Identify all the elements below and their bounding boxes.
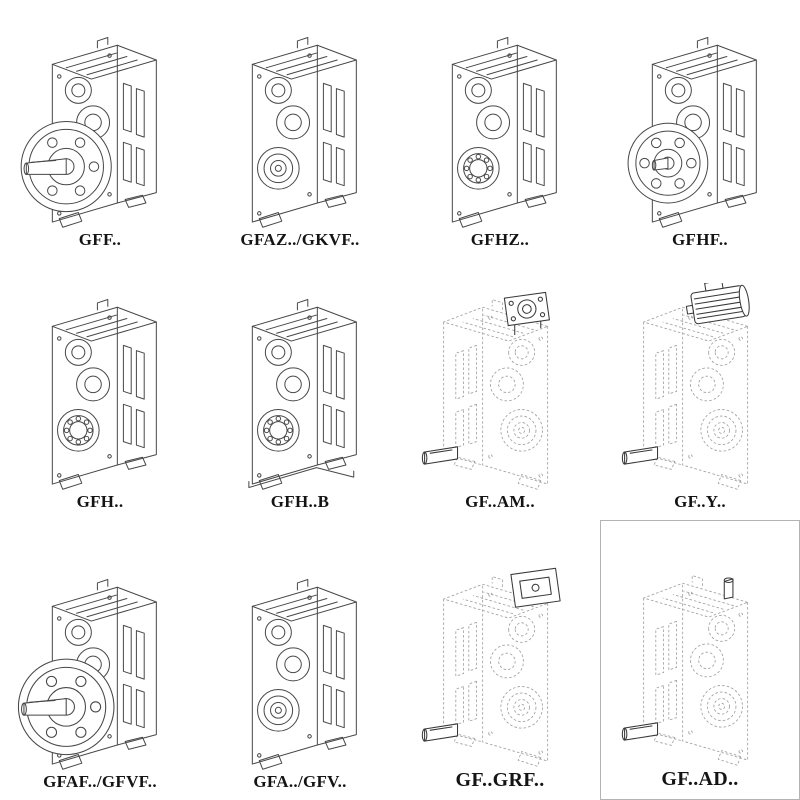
model-label: GFA../GFV..: [253, 772, 347, 791]
model-label: GF..AM..: [465, 492, 535, 511]
product-cell-gf-grf: GF..GRF..: [400, 520, 600, 800]
model-label: GFAF../GFVF..: [43, 772, 157, 791]
product-cell-gfa-gfv: GFA../GFV..: [200, 520, 400, 800]
product-cell-gfaz-gkvf: GFAZ../GKVF..: [200, 0, 400, 258]
gearbox-drawing-gfa-gfv: [251, 578, 357, 770]
model-label: GFAZ../GKVF..: [240, 230, 360, 249]
gearbox-drawing-gfhf: [627, 36, 757, 228]
model-label: GF..GRF..: [455, 769, 545, 791]
product-cell-gfh-b: GFH..B: [200, 258, 400, 520]
gearbox-drawing-gfaf-gfvf: [17, 578, 157, 770]
gearbox-drawing-gf-y: [621, 283, 752, 490]
model-label: GFHZ..: [470, 230, 530, 249]
model-label: GF..Y..: [674, 492, 726, 511]
product-cell-gfhf: GFHF..: [600, 0, 800, 258]
product-cell-gfh: GFH..: [0, 258, 200, 520]
gearbox-drawing-gf-am: [421, 291, 550, 490]
product-cell-gff: GFF..: [0, 0, 200, 258]
product-cell-gfaf-gfvf: GFAF../GFVF..: [0, 520, 200, 800]
model-label: GFH..B: [270, 492, 330, 511]
gearbox-drawing-gf-grf: [421, 567, 561, 767]
product-cell-gf-y: GF..Y..: [600, 258, 800, 520]
model-label: GFH..: [76, 492, 124, 511]
gearbox-drawing-gff: [20, 36, 157, 228]
model-label: GF..AD..: [661, 768, 739, 790]
product-cell-gf-am: GF..AM..: [400, 258, 600, 520]
product-cell-gf-ad: GF..AD..: [600, 520, 800, 800]
gearbox-drawing-gfh-b: [248, 298, 357, 490]
gearbox-drawing-gfh: [51, 298, 157, 490]
gearbox-drawing-gf-ad: [621, 575, 749, 766]
gearbox-drawing-gfaz-gkvf: [251, 36, 357, 228]
product-cell-gfhz: GFHZ..: [400, 0, 600, 258]
gearbox-drawing-gfhz: [451, 36, 557, 228]
model-label: GFF..: [78, 230, 122, 249]
model-label: GFHF..: [672, 230, 728, 249]
